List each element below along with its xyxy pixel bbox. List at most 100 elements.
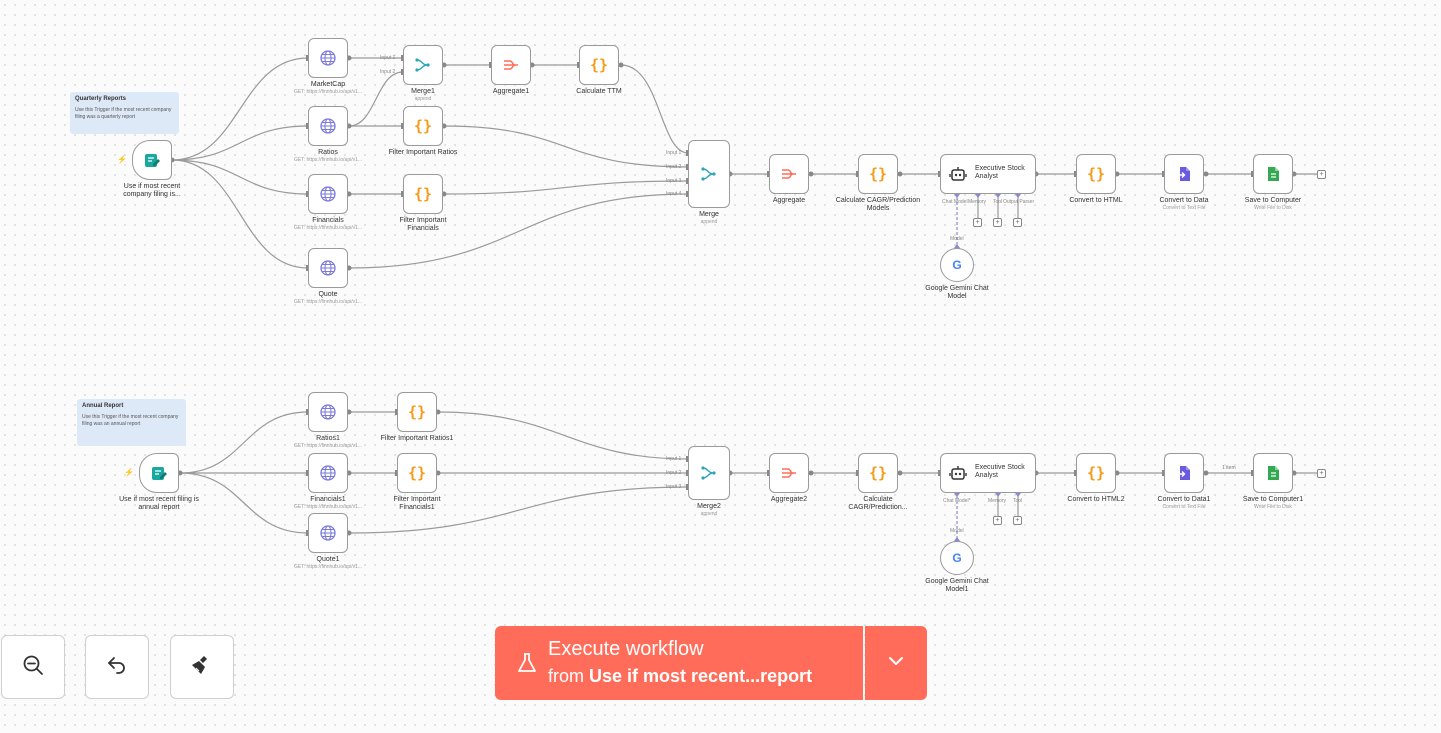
add-tool-button[interactable]: + bbox=[993, 218, 1002, 227]
globe-icon bbox=[309, 107, 347, 145]
undo-button[interactable] bbox=[85, 635, 149, 699]
aggregate1-node[interactable]: Aggregate1 bbox=[491, 45, 531, 95]
merge-icon bbox=[689, 447, 729, 499]
filter-important-ratios-node[interactable]: {} Filter Important Ratios bbox=[389, 106, 457, 156]
trigger-quarterly-node[interactable]: Use if most recent company filing is... bbox=[123, 140, 181, 198]
merge-input3-label: Input 3 bbox=[666, 178, 682, 184]
sticky-note-quarterly[interactable]: Quarterly Reports Use this Trigger if th… bbox=[70, 92, 179, 134]
save-file-icon bbox=[1254, 454, 1292, 492]
code-braces-icon: {} bbox=[589, 56, 609, 74]
aggregate-node[interactable]: Aggregate bbox=[769, 154, 809, 204]
node-label: Save to Computer1 bbox=[1242, 496, 1304, 503]
aggregate2-node[interactable]: Aggregate2 bbox=[769, 453, 809, 503]
calculate-cagr2-node[interactable]: {} Calculate CAGR/Prediction... bbox=[848, 453, 908, 511]
agent2-port-memory: Memory bbox=[988, 498, 1007, 504]
code-braces-icon: {} bbox=[413, 117, 433, 135]
node-label: Aggregate2 bbox=[770, 496, 808, 503]
tidy-up-button[interactable] bbox=[170, 635, 234, 699]
add-memory-button[interactable]: + bbox=[993, 516, 1002, 525]
aggregate-icon bbox=[770, 454, 808, 492]
convert-file-icon bbox=[1165, 454, 1203, 492]
node-label: Quote bbox=[318, 291, 338, 298]
globe-icon bbox=[309, 39, 347, 77]
execute-workflow-button[interactable]: Execute workflow from Use if most recent… bbox=[495, 626, 863, 700]
google-gemini-chat-model1-node[interactable]: G Google Gemini Chat Model1 bbox=[925, 541, 989, 593]
sticky-note-annual[interactable]: Annual Report Use this Trigger if the mo… bbox=[77, 399, 186, 446]
execute-options-dropdown[interactable] bbox=[865, 626, 927, 700]
node-label: Convert to Data bbox=[1159, 197, 1209, 204]
agent-port-memory: Memory bbox=[968, 199, 987, 205]
calculate-ttm-node[interactable]: {} Calculate TTM bbox=[576, 45, 622, 95]
merge-icon bbox=[404, 46, 442, 84]
code-braces-icon: {} bbox=[868, 165, 888, 183]
add-memory-button[interactable]: + bbox=[973, 218, 982, 227]
node-label: Financials1 bbox=[310, 496, 346, 503]
agent2-port-chat-model: Chat Model* bbox=[943, 498, 971, 504]
convert-file-icon bbox=[1165, 155, 1203, 193]
merge-input4-label: Input 4 bbox=[666, 191, 682, 197]
node-label: Save to Computer bbox=[1244, 197, 1302, 204]
filter-important-ratios1-node[interactable]: {} Filter Important Ratios1 bbox=[381, 392, 453, 442]
add-tool-button[interactable]: + bbox=[1013, 516, 1022, 525]
execute-from-prefix: from bbox=[548, 666, 584, 686]
merge-input2-label: Input 2 bbox=[666, 164, 682, 170]
executive-stock-analyst2-node[interactable]: Executive Stock Analyst bbox=[940, 453, 1036, 493]
node-label: Ratios bbox=[318, 149, 338, 156]
google-gemini-chat-model-node[interactable]: G Google Gemini Chat Model bbox=[925, 248, 989, 300]
executive-stock-analyst-node[interactable]: Executive Stock Analyst bbox=[940, 154, 1036, 194]
node-subtitle: GET: https://finnhub.io/api/v1... bbox=[293, 504, 363, 510]
node-label: Filter Important Ratios bbox=[388, 149, 458, 156]
node-subtitle: GET: https://finnhub.io/api/v1... bbox=[293, 157, 363, 163]
agent2-port-tool: Tool bbox=[1013, 498, 1023, 504]
sticky-text: Use this Trigger if the most recent comp… bbox=[82, 414, 179, 427]
add-next-node-button[interactable]: + bbox=[1317, 170, 1326, 179]
node-label: Filter Important Financials1 bbox=[393, 496, 441, 511]
node-subtitle: GET: https://finnhub.io/api/v1... bbox=[293, 564, 363, 570]
convert-to-html2-node[interactable]: {} Convert to HTML2 bbox=[1067, 453, 1125, 503]
filter-important-financials-node[interactable]: {} Filter Important Financials bbox=[399, 174, 447, 232]
google-g-icon: G bbox=[952, 258, 962, 272]
gemini2-port-label: Model bbox=[950, 528, 964, 534]
add-parser-button[interactable]: + bbox=[1013, 218, 1022, 227]
globe-icon bbox=[309, 454, 347, 492]
code-braces-icon: {} bbox=[407, 403, 427, 421]
zoom-out-button[interactable] bbox=[1, 635, 65, 699]
form-trigger-icon bbox=[133, 141, 171, 179]
node-subtitle: append bbox=[414, 96, 432, 102]
calculate-cagr-node[interactable]: {} Calculate CAGR/Prediction Models bbox=[836, 154, 920, 212]
node-label: Convert to HTML2 bbox=[1067, 496, 1125, 503]
node-subtitle: Write File to Disk bbox=[1254, 504, 1292, 510]
node-label: Filter Important Financials bbox=[399, 217, 447, 232]
trigger-annual-node[interactable]: Use if most recent filing is annual repo… bbox=[119, 453, 199, 511]
merge2-input2-label: Input 2 bbox=[666, 470, 682, 476]
trigger-bolt-icon: ⚡ bbox=[124, 468, 134, 477]
agent-title: Executive Stock Analyst bbox=[975, 165, 1025, 180]
execute-subtitle: from Use if most recent...report bbox=[548, 666, 812, 687]
convert-to-html-node[interactable]: {} Convert to HTML bbox=[1069, 154, 1123, 204]
chevron-down-icon bbox=[887, 652, 905, 675]
globe-icon bbox=[309, 393, 347, 431]
add-next-node-button[interactable]: + bbox=[1317, 469, 1326, 478]
robot-icon bbox=[949, 165, 967, 188]
code-braces-icon: {} bbox=[1086, 464, 1106, 482]
node-label: Aggregate bbox=[772, 197, 806, 204]
filter-important-financials1-node[interactable]: {} Filter Important Financials1 bbox=[393, 453, 441, 511]
globe-icon bbox=[309, 175, 347, 213]
node-subtitle: GET: https://finnhub.io/api/v1... bbox=[293, 225, 363, 231]
node-label: Calculate CAGR/Prediction Models bbox=[835, 197, 921, 212]
merge2-input3-label: Input 3 bbox=[666, 484, 682, 490]
